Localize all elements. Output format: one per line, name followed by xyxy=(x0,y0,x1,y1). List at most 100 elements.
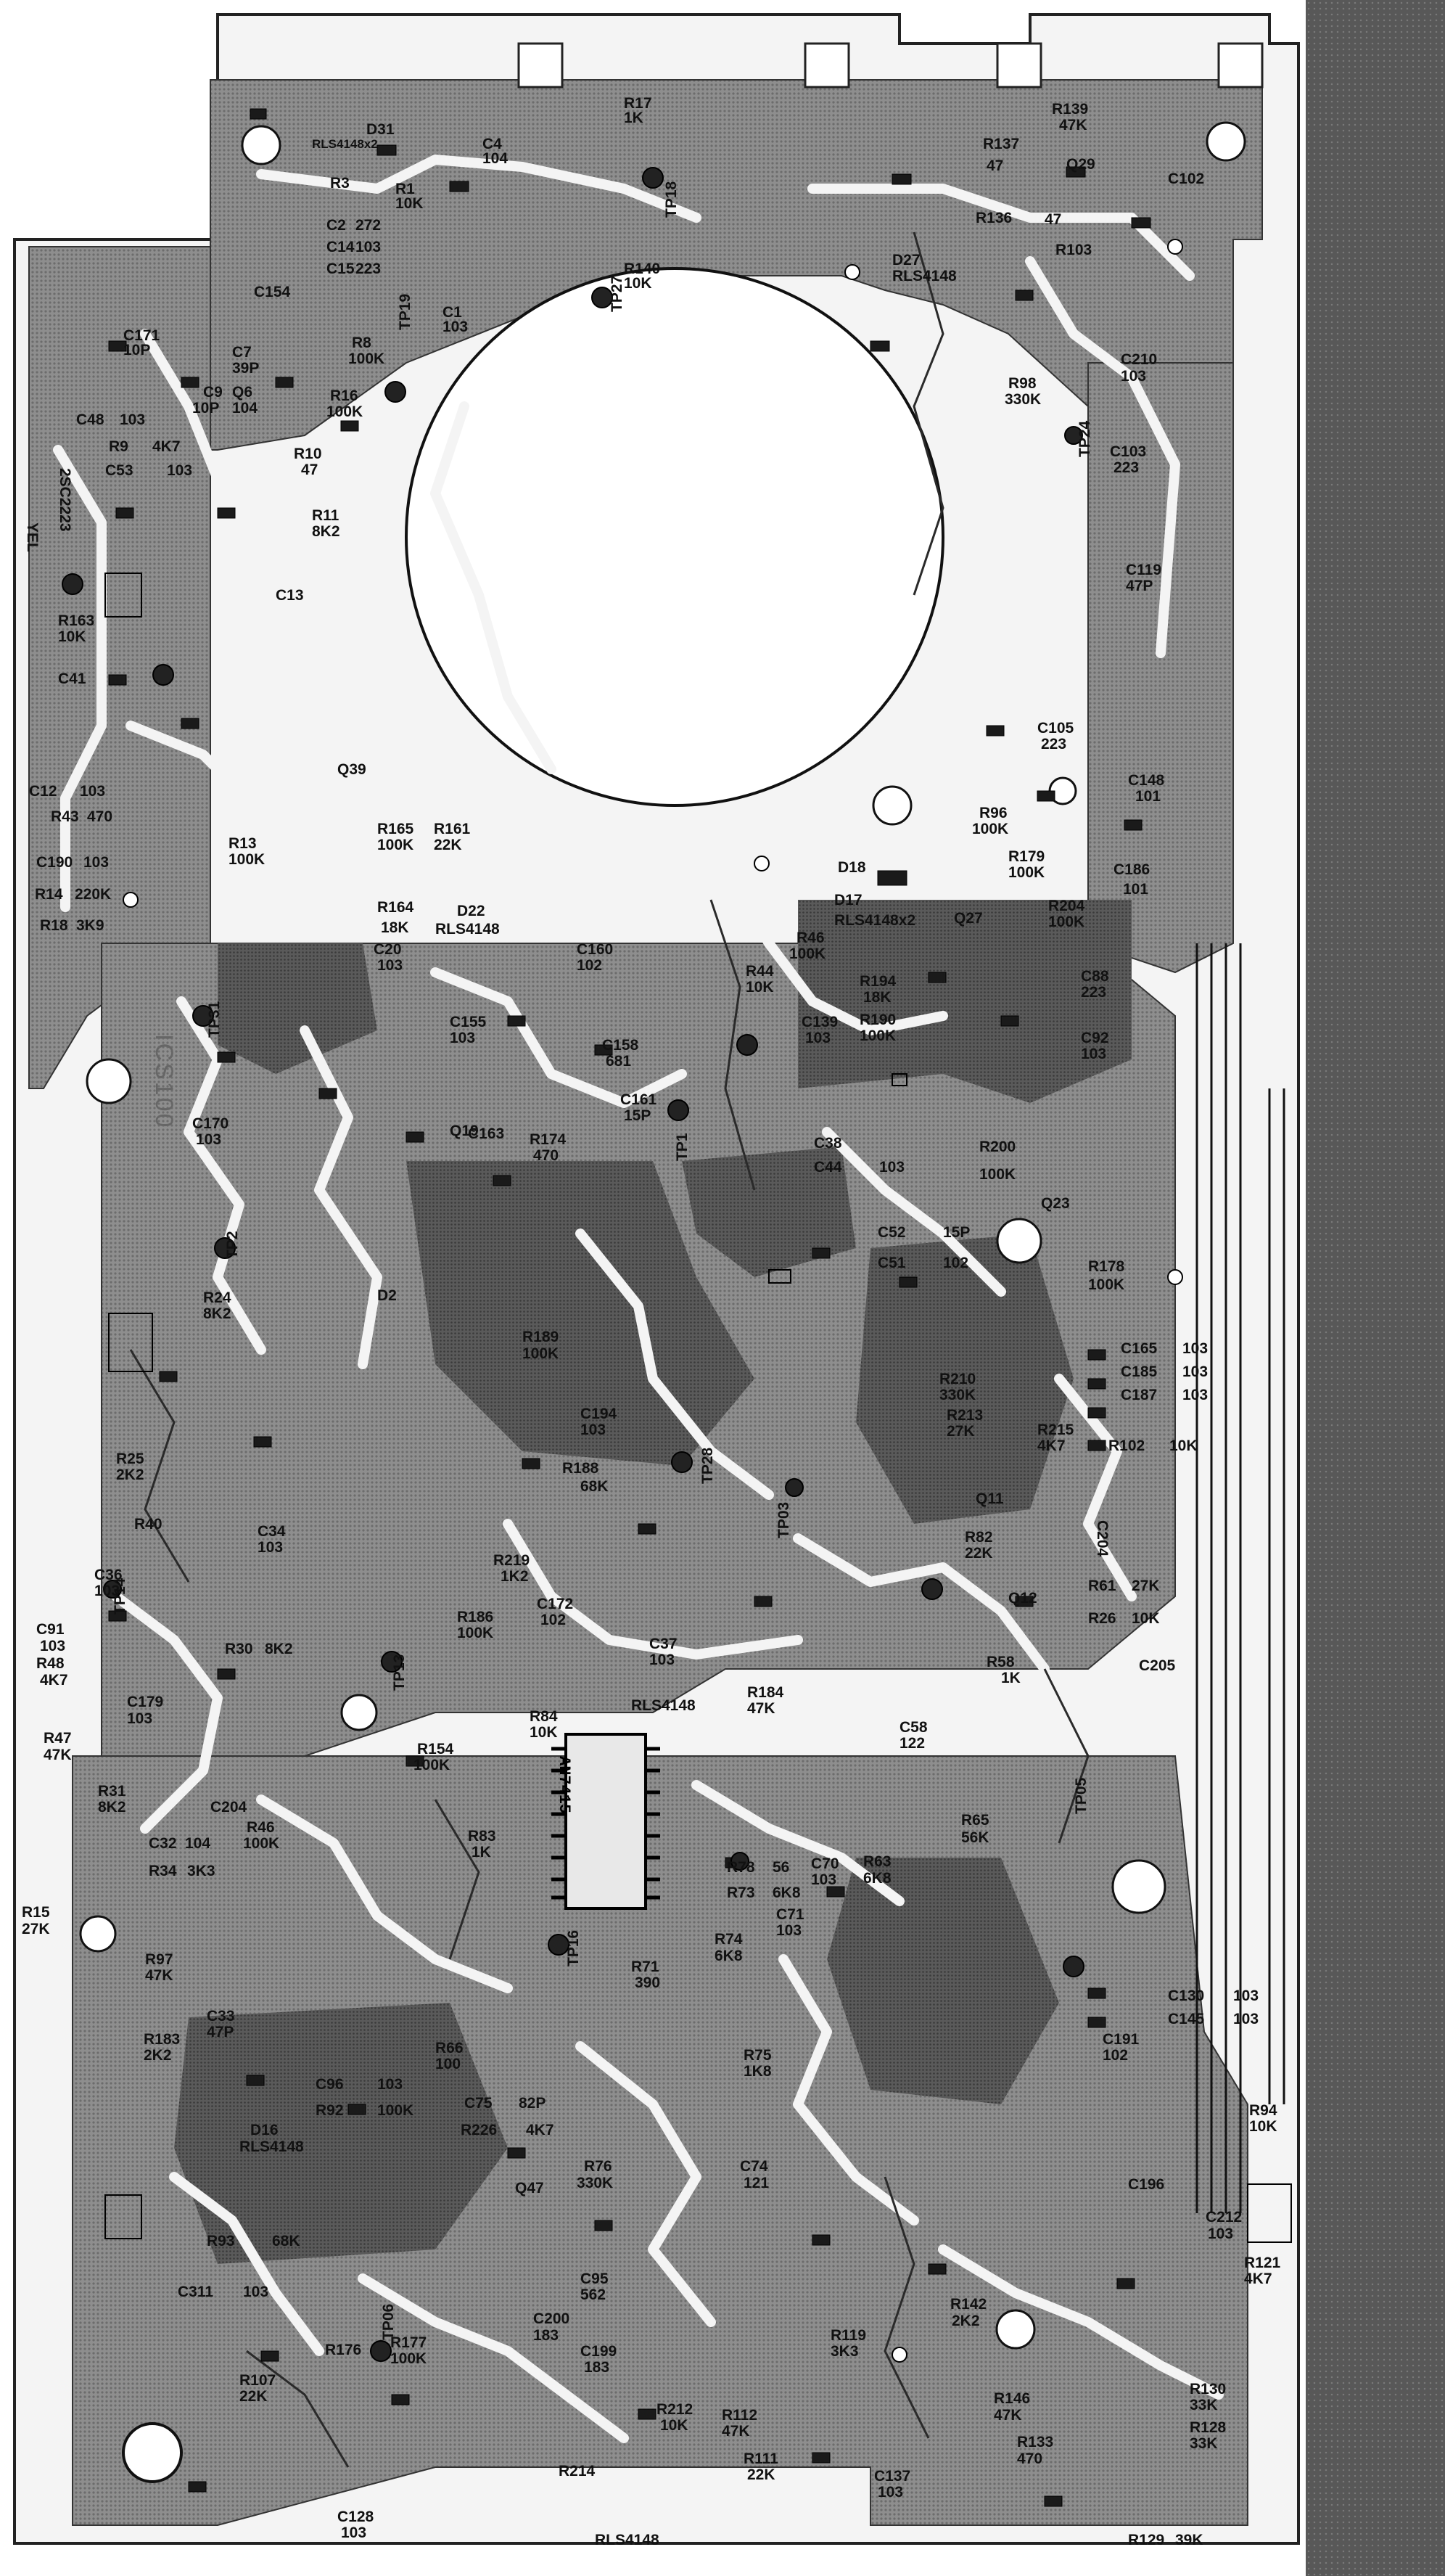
val-r121: 4K7 xyxy=(1244,2271,1272,2287)
ref-r44: R44 xyxy=(746,963,774,980)
val-r83: 1K xyxy=(472,1844,491,1861)
val-c119: 47P xyxy=(1126,578,1153,594)
ref-d27: D27 xyxy=(892,252,921,268)
val-r188: 68K xyxy=(580,1478,609,1495)
ref-c194: C194 xyxy=(580,1406,617,1422)
val-r107: 22K xyxy=(239,2388,268,2405)
ref-r34: R34 xyxy=(149,1863,177,1879)
val-r61: 27K xyxy=(1132,1578,1160,1594)
mounting-hole xyxy=(1206,121,1246,162)
ref-r137: R137 xyxy=(983,136,1020,152)
tp14-label: TP14 xyxy=(112,1578,128,1615)
tp05-label: TP05 xyxy=(1073,1777,1090,1814)
smd-components xyxy=(108,108,1151,2507)
val-r112: 47K xyxy=(722,2423,750,2440)
val-q6: 104 xyxy=(232,400,258,417)
val-c88: 223 xyxy=(1081,984,1107,1001)
ref-c36b: C36 xyxy=(94,1567,123,1583)
val-c137: 103 xyxy=(878,2484,904,2501)
val-r210: 330K xyxy=(939,1387,976,1403)
tp27-label: TP27 xyxy=(609,275,625,312)
test-points xyxy=(62,167,1084,2362)
ref-r213: R213 xyxy=(947,1407,984,1424)
ref-r73: R73 xyxy=(727,1884,755,1901)
ground-fill-1 xyxy=(798,900,1132,1103)
ref-r210: R210 xyxy=(939,1371,976,1387)
ref-c199: C199 xyxy=(580,2343,617,2360)
val-d17: RLS4148x2 xyxy=(834,912,916,929)
val-r140: 10K xyxy=(624,275,652,292)
val-r8: 100K xyxy=(348,350,385,367)
val-c2: 272 xyxy=(355,217,382,234)
ref-c44: C44 xyxy=(814,1159,842,1176)
ref-c41: C41 xyxy=(58,670,86,687)
val-d36: RLS4148 xyxy=(631,1697,696,1714)
ref-c51: C51 xyxy=(878,1255,906,1271)
ref-c210: C210 xyxy=(1121,351,1158,368)
ref-c71: C71 xyxy=(776,1906,804,1923)
val-r128: 33K xyxy=(1190,2435,1218,2452)
ref-r92: R92 xyxy=(316,2102,344,2119)
val-c186: 101 xyxy=(1123,881,1149,898)
ref-c204b: C204 xyxy=(1094,1520,1111,1557)
ref-q6: Q6 xyxy=(232,384,253,401)
val-c9: 10P xyxy=(192,400,220,417)
val-r13: 100K xyxy=(229,851,265,868)
ref-c15: C15 xyxy=(326,261,355,277)
tp2-label: TP2 xyxy=(224,1231,241,1259)
ground-fill-4 xyxy=(174,2003,508,2264)
ref-c154: C154 xyxy=(254,284,291,300)
mounting-hole xyxy=(996,1218,1042,1264)
val-r46: 100K xyxy=(789,946,826,962)
tp06-label: TP06 xyxy=(380,2303,397,2340)
val-r137: 47 xyxy=(987,157,1004,174)
ref-r112: R112 xyxy=(722,2407,758,2424)
val-r10: 47 xyxy=(301,462,318,478)
val-r43: 470 xyxy=(87,808,113,825)
val-c32: 104 xyxy=(185,1835,211,1852)
val-c53: 103 xyxy=(167,462,193,479)
ref-c2: C2 xyxy=(326,217,346,234)
val-r24: 8K2 xyxy=(203,1305,231,1322)
val-d38: RLS4148 xyxy=(595,2532,659,2548)
ref-r61: R61 xyxy=(1088,1578,1116,1594)
val-c161: 15P xyxy=(624,1107,651,1124)
edge-connector xyxy=(1195,943,1285,2213)
ref-c32: C32 xyxy=(149,1835,177,1852)
val-r204: 100K xyxy=(1048,914,1085,930)
ref-r119: R119 xyxy=(831,2327,867,2344)
ref-c160: C160 xyxy=(577,941,614,958)
ref-r212: R212 xyxy=(656,2401,693,2418)
speaker-cutout xyxy=(405,267,944,807)
ref-c12: C12 xyxy=(29,783,57,800)
ref-r3: R3 xyxy=(330,175,350,192)
ref-c95: C95 xyxy=(580,2271,609,2287)
ref-r93: R93 xyxy=(207,2233,235,2249)
ref-r75: R75 xyxy=(744,2047,772,2064)
tp24-label: TP24 xyxy=(1076,420,1093,457)
edge-tab xyxy=(804,42,850,89)
mounting-hole xyxy=(1111,1859,1166,1914)
val-r183: 2K2 xyxy=(144,2047,172,2064)
val-r84: 10K xyxy=(530,1724,558,1741)
ref-r188: R188 xyxy=(562,1460,599,1477)
val-r190: 100K xyxy=(860,1027,897,1044)
val-c155: 103 xyxy=(450,1030,476,1046)
val-r119: 3K3 xyxy=(831,2343,859,2360)
ref-r24: R24 xyxy=(203,1289,231,1306)
val-c148: 101 xyxy=(1135,788,1161,805)
val-r76: 330K xyxy=(577,2175,614,2191)
ref-q39: Q39 xyxy=(337,761,366,778)
mounting-hole xyxy=(872,785,913,826)
val-r9: 4K7 xyxy=(152,438,181,455)
ref-r15: R15 xyxy=(22,1904,50,1921)
val-r31: 8K2 xyxy=(98,1799,126,1816)
val-r47: 47K xyxy=(44,1747,72,1763)
val-c48: 103 xyxy=(120,411,146,428)
ref-r142: R142 xyxy=(950,2296,987,2313)
val-c103: 223 xyxy=(1113,459,1140,476)
ref-r18: R18 xyxy=(40,917,68,934)
ref-r174: R174 xyxy=(530,1131,567,1148)
val-c158: 681 xyxy=(606,1053,632,1070)
